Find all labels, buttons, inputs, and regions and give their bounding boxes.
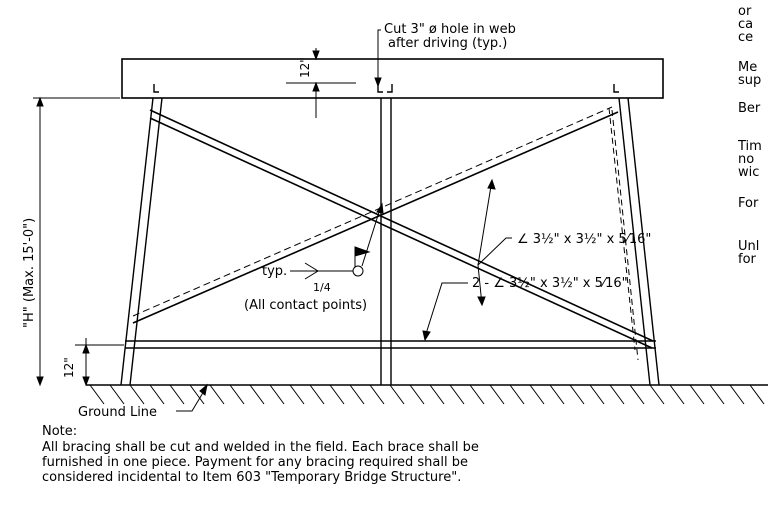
diagonal-brace-lower-left: [132, 106, 619, 324]
hatch-mark: [669, 384, 685, 405]
hatch-mark: [389, 384, 405, 405]
ground-hatching: [89, 384, 765, 405]
note-title: Note:: [42, 424, 78, 439]
hatch-mark: [469, 384, 485, 405]
pile-top-bracket-center2: [387, 84, 393, 93]
hatch-mark: [329, 384, 345, 405]
double-angle-callout-label: 2 - ∠ 3½" x 3½" x 5⁄16": [472, 276, 628, 291]
base-dimension: [75, 338, 124, 387]
cap-dimension: [286, 48, 356, 118]
right-column-fragment: sup: [738, 73, 761, 88]
right-column-fragment: Unl: [738, 239, 759, 254]
right-column-fragment: Tim: [737, 139, 762, 154]
right-column-fragment: wic: [738, 165, 759, 180]
horizontal-strut: [125, 340, 656, 349]
angle-callout-label: ∠ 3½" x 3½" x 5⁄16": [517, 232, 651, 247]
hatch-mark: [609, 384, 625, 405]
diagonal-brace-upper-left: [149, 109, 654, 349]
hole-callout-leader: [374, 29, 382, 88]
hatch-mark: [289, 384, 305, 405]
cap-beam: [121, 58, 664, 99]
hatch-mark: [629, 384, 645, 405]
hatch-mark: [149, 384, 165, 405]
base-dimension-label: 12": [62, 357, 76, 378]
cap-dimension-label: 12": [298, 57, 312, 78]
hatch-mark: [249, 384, 265, 405]
hatch-mark: [749, 384, 765, 405]
center-pile: [380, 98, 392, 385]
hatch-mark: [409, 384, 425, 405]
hatch-mark: [129, 384, 145, 405]
hole-callout-line1: Cut 3" ø hole in web: [384, 22, 516, 37]
hatch-mark: [309, 384, 325, 405]
pile-top-bracket-right: [613, 84, 619, 93]
right-column-fragment: for: [738, 252, 757, 267]
angle-callout-leader: [477, 178, 512, 307]
contact-points-label: (All contact points): [244, 298, 367, 313]
note-line-2: furnished in one piece. Payment for any …: [42, 455, 468, 470]
right-column-fragment: For: [738, 196, 759, 211]
hatch-mark: [109, 384, 125, 405]
hatch-mark: [229, 384, 245, 405]
weld-symbol: [290, 202, 384, 280]
hatch-mark: [429, 384, 445, 405]
hatch-mark: [529, 384, 545, 405]
weld-typ-label: typ.: [262, 264, 287, 279]
ground-line-leader: [176, 383, 208, 412]
hatch-mark: [269, 384, 285, 405]
hatch-mark: [449, 384, 465, 405]
hatch-mark: [209, 384, 225, 405]
hatch-mark: [549, 384, 565, 405]
hatch-mark: [489, 384, 505, 405]
hatch-mark: [709, 384, 725, 405]
hatch-mark: [89, 384, 105, 405]
hatch-mark: [349, 384, 365, 405]
note-line-1: All bracing shall be cut and welded in t…: [42, 440, 479, 455]
hole-callout-line2: after driving (typ.): [388, 36, 507, 51]
hatch-mark: [689, 384, 705, 405]
hatch-mark: [369, 384, 385, 405]
right-column-fragment: Me: [738, 60, 757, 75]
right-column-fragment: Ber: [738, 101, 761, 116]
double-angle-callout-leader: [422, 282, 468, 342]
hatch-mark: [509, 384, 525, 405]
right-column-fragment: no: [738, 152, 754, 167]
hatch-mark: [649, 384, 665, 405]
note-line-3: considered incidental to Item 603 "Tempo…: [42, 470, 462, 485]
height-dimension-label: "H" (Max. 15'-0"): [22, 218, 37, 328]
ground-line-label: Ground Line: [78, 405, 157, 420]
left-pile: [120, 97, 163, 386]
right-column-fragment: ce: [738, 30, 753, 45]
hatch-mark: [729, 384, 745, 405]
pile-top-bracket-left: [153, 84, 159, 93]
right-column-fragment: ca: [738, 17, 753, 32]
hatch-mark: [589, 384, 605, 405]
hatch-mark: [169, 384, 185, 405]
hatch-mark: [569, 384, 585, 405]
right-pile-hidden-lines: [608, 107, 639, 361]
weld-size-label: 1/4: [313, 281, 331, 294]
hatch-mark: [189, 384, 205, 405]
height-dimension: [33, 96, 120, 387]
right-column-fragment: or: [738, 4, 752, 19]
